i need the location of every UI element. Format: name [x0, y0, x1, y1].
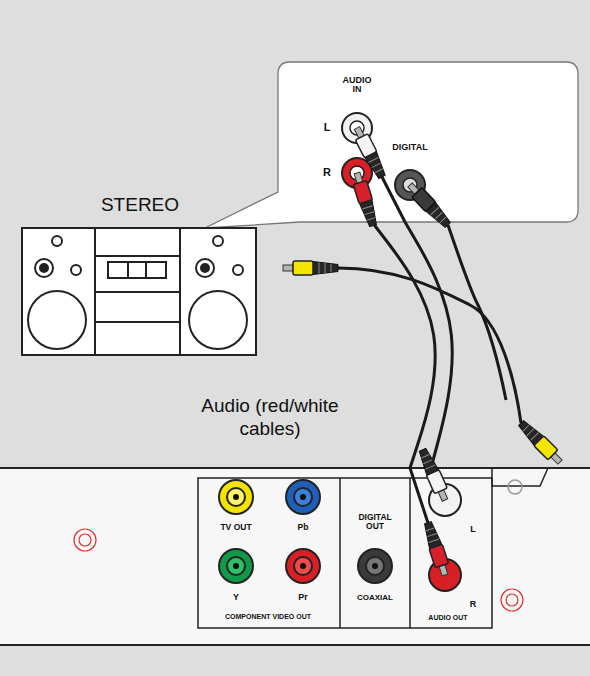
woofer	[28, 291, 86, 349]
frame-divider	[339, 478, 341, 628]
jack-ring	[366, 557, 384, 575]
jack-label: DIGITAL OUT	[358, 513, 391, 531]
jack-ring	[227, 557, 245, 575]
jack-pin	[233, 494, 239, 500]
jack-ring	[294, 557, 312, 575]
coaxial-jack	[358, 549, 392, 583]
jack-label: DIGITAL	[392, 143, 427, 152]
midrange-center	[201, 264, 209, 272]
frame-divider	[409, 478, 411, 628]
callout-box: AUDIO IN L R DIGITAL	[278, 62, 578, 222]
jack-ring	[294, 488, 312, 506]
jack-frame	[198, 478, 492, 628]
midrange	[196, 259, 214, 277]
stereo-unit: STEREO	[22, 188, 256, 355]
panel-bracket	[492, 468, 548, 486]
unit-line	[95, 321, 180, 323]
unit-line	[127, 262, 129, 278]
cable-end	[410, 468, 428, 523]
jack-pin	[300, 494, 306, 500]
jack-label: Pr	[298, 593, 308, 602]
midrange-center	[40, 264, 48, 272]
jack-label: Pb	[298, 523, 309, 532]
channel-label: L	[470, 525, 476, 534]
channel-label: R	[470, 600, 477, 609]
screw	[74, 529, 96, 551]
tv-out-jack	[219, 480, 253, 514]
tweeter	[213, 236, 223, 246]
red-plug	[421, 521, 451, 578]
left-speaker	[22, 228, 95, 355]
white-plug	[351, 125, 389, 180]
digital-plug	[405, 180, 453, 230]
yellow-plug	[283, 261, 338, 275]
pr-jack	[286, 549, 320, 583]
jack-label: Y	[233, 593, 239, 602]
unit-line	[145, 262, 147, 278]
pb-jack	[286, 480, 320, 514]
stereo-system	[22, 228, 256, 355]
red-plug	[350, 171, 379, 228]
unit-line	[95, 291, 180, 293]
cable-caption: Audio (red/white cables)	[180, 395, 360, 441]
unit-display	[108, 262, 166, 278]
jack-pin	[300, 563, 306, 569]
red-audio-cable	[372, 222, 435, 468]
channel-label: R	[323, 167, 331, 179]
white-plug	[416, 447, 451, 503]
y-jack	[219, 549, 253, 583]
jack-label: AUDIO IN	[343, 76, 372, 95]
panel-face	[0, 468, 590, 645]
screw	[506, 594, 518, 606]
white-audio-cable	[405, 222, 452, 468]
screw	[79, 534, 91, 546]
yellow-plug	[516, 418, 565, 467]
jack-label: TV OUT	[220, 523, 251, 532]
jack-pin	[233, 563, 239, 569]
jack-label: COAXIAL	[357, 594, 393, 602]
bracket-hole	[508, 480, 522, 494]
screw	[501, 589, 523, 611]
unit-line	[95, 255, 180, 257]
cable-end	[382, 177, 405, 222]
player-back-panel	[0, 468, 590, 645]
knob	[233, 265, 243, 275]
stereo-unit	[95, 228, 180, 355]
knob	[71, 265, 81, 275]
channel-label: L	[324, 122, 331, 134]
digital-cable	[448, 225, 506, 400]
device-name: STEREO	[101, 195, 179, 215]
midrange	[35, 259, 53, 277]
jack-ring	[227, 488, 245, 506]
tweeter	[52, 236, 62, 246]
jack-pin	[372, 563, 378, 569]
callout-bubble	[205, 62, 578, 228]
back-panel: TV OUT PbY PrCOMPONENT VIDEO OUT DIGITAL OU…	[0, 468, 590, 645]
group-label: AUDIO OUT	[428, 614, 467, 621]
right-speaker	[180, 228, 256, 355]
woofer	[189, 291, 247, 349]
group-label: COMPONENT VIDEO OUT	[225, 613, 311, 620]
